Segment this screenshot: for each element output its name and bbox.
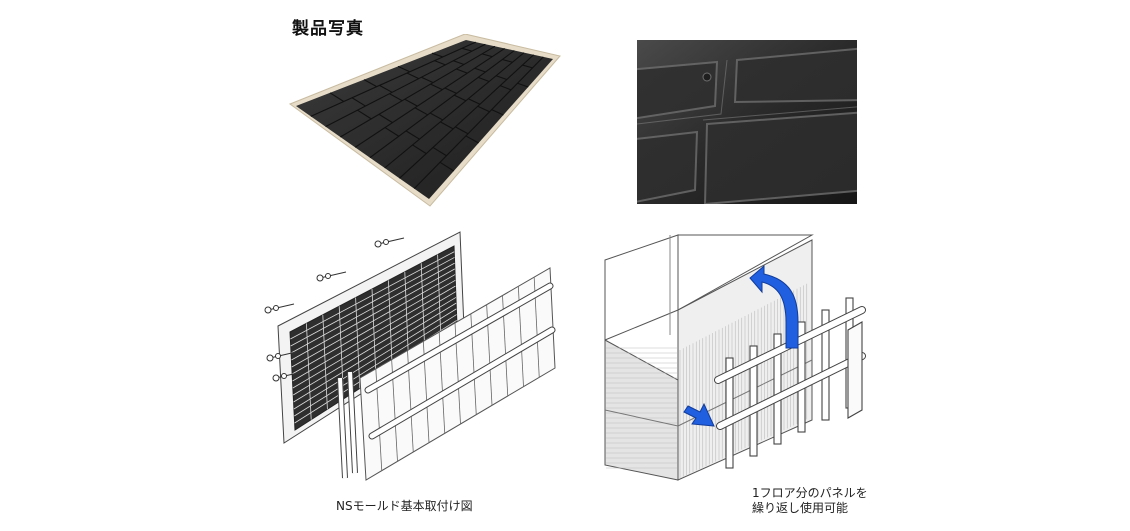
curved-arrow-up-icon: [749, 264, 799, 349]
section-title: 製品写真: [292, 19, 364, 39]
product-photo-panel: [288, 34, 561, 207]
reuse-diagram: [604, 234, 866, 481]
reuse-caption: 1フロア分のパネルを 繰り返し使用可能: [752, 486, 868, 516]
arrow-down-right-icon: [683, 402, 715, 427]
product-closeup-photo: [637, 40, 857, 204]
mounting-caption: NSモールド基本取付け図: [336, 499, 473, 513]
mounting-diagram: [264, 231, 556, 481]
reuse-caption-line2: 繰り返し使用可能: [752, 501, 849, 515]
reuse-caption-line1: 1フロア分のパネルを: [752, 486, 868, 500]
